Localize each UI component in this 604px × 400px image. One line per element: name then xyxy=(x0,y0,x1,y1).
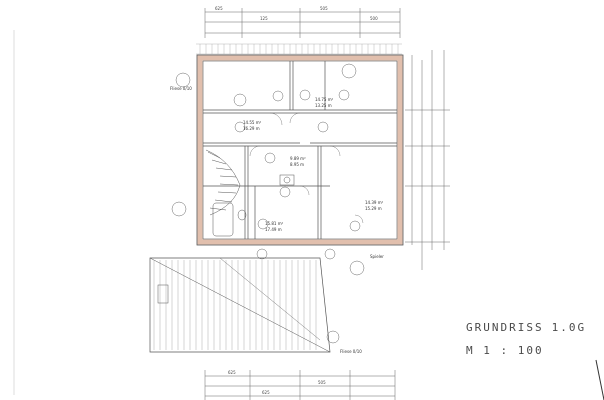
bottom-dimension-labels: 625 505 625 xyxy=(228,370,326,395)
edge-mark xyxy=(595,359,604,400)
outer-walls xyxy=(196,54,404,246)
bathroom-fixtures xyxy=(212,174,295,237)
area-labels: 14.55 m² 16.29 m 14.75 m² 13.25 m 14.39 … xyxy=(243,97,384,232)
dim-bottom-3: 625 xyxy=(262,390,270,395)
plan-scale-text: M 1 : 100 xyxy=(466,344,544,357)
area-4a: 15.81 m² xyxy=(265,221,284,226)
area-3a: 14.39 m² xyxy=(365,200,384,205)
roof-slope-hatch xyxy=(149,257,331,353)
code-1: Fliese 0/10 xyxy=(170,86,192,91)
dim-top-2: 125 xyxy=(260,16,268,21)
dim-top-3: 505 xyxy=(320,6,328,11)
dim-top-4: 500 xyxy=(370,16,378,21)
area-1b: 16.29 m xyxy=(243,126,260,131)
roof-window xyxy=(157,284,169,304)
room-markers xyxy=(171,63,365,344)
dim-bottom-2: 505 xyxy=(318,380,326,385)
area-5b: 8.95 m xyxy=(290,162,304,167)
top-dimension-lines xyxy=(204,8,401,38)
door-swings xyxy=(249,112,364,224)
code-3: Fliese 0/10 xyxy=(340,349,362,354)
area-2a: 14.75 m² xyxy=(315,97,334,102)
top-dimension-labels: 625 125 505 500 xyxy=(215,6,378,21)
plan-title-text: GRUNDRISS xyxy=(466,321,544,334)
area-4b: 17.49 m xyxy=(265,227,282,232)
roof-hatch-top xyxy=(196,43,402,55)
staircase xyxy=(205,149,241,216)
inner-walls xyxy=(203,61,397,239)
code-2: Spieler xyxy=(370,254,384,259)
plan-title: GRUNDRISS 1.0G xyxy=(466,321,586,334)
area-3b: 15.29 m xyxy=(365,206,382,211)
area-2b: 13.25 m xyxy=(315,103,332,108)
plan-title-suffix: 1.0G xyxy=(551,321,587,334)
dim-bottom-1: 625 xyxy=(228,370,236,375)
bottom-dimension-lines xyxy=(204,370,396,400)
room-codes: Fliese 0/10 Spieler Fliese 0/10 xyxy=(170,86,384,354)
plan-scale: M 1 : 100 xyxy=(466,344,544,357)
right-dimension-lines xyxy=(405,50,450,270)
area-1a: 14.55 m² xyxy=(243,120,262,125)
dim-top-1: 625 xyxy=(215,6,223,11)
area-5a: 9.89 m² xyxy=(290,156,306,161)
